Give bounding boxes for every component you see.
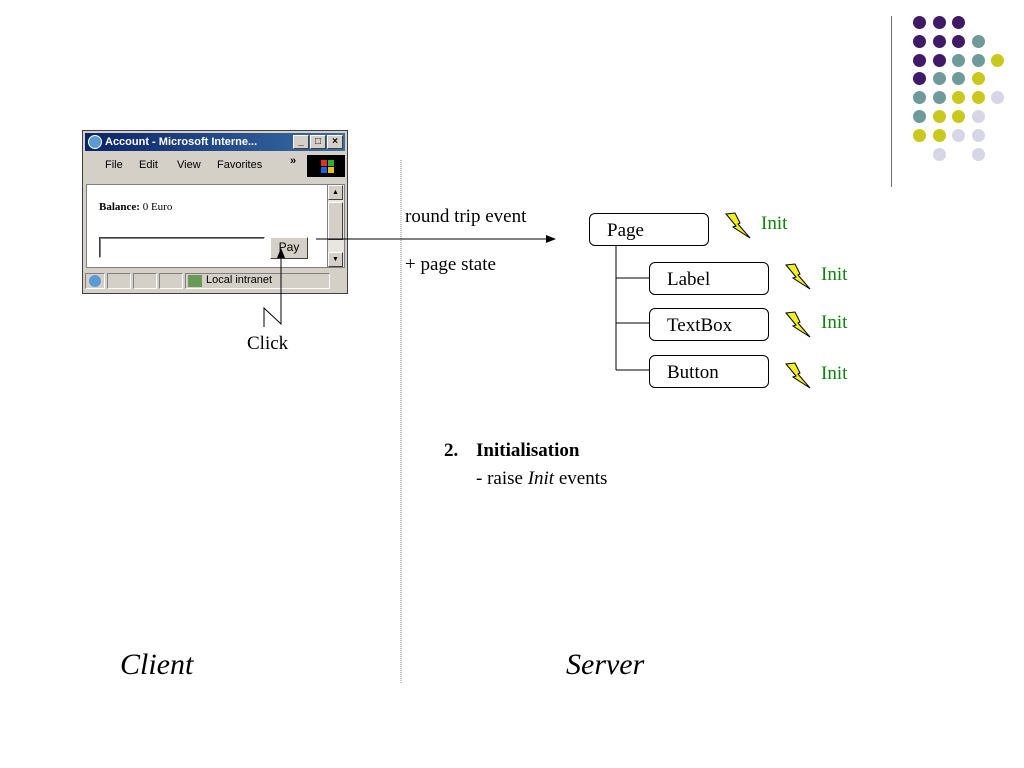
decorative-dot	[932, 34, 946, 48]
decorative-dot	[913, 72, 926, 86]
internet-explorer-icon	[88, 135, 102, 149]
lightning-bolt-icon	[785, 311, 811, 338]
decorative-dot	[991, 53, 1004, 67]
step-bullet: - raise Init events	[476, 468, 607, 490]
decorative-dot	[971, 53, 985, 67]
decorative-dot	[971, 128, 985, 142]
decorative-dot	[932, 16, 946, 29]
status-cell	[107, 273, 131, 289]
page-status-icon	[85, 273, 105, 289]
tree-node-textbox: TextBox	[649, 308, 769, 341]
lightning-bolt-icon	[725, 212, 751, 239]
client-label: Client	[120, 648, 194, 681]
lightning-bolt-icon	[785, 263, 811, 290]
decorative-dot	[913, 128, 926, 142]
decorative-dot	[932, 147, 946, 161]
decorative-vertical-rule	[891, 16, 892, 187]
scroll-up-icon[interactable]: ▲	[328, 185, 343, 200]
click-label: Click	[247, 333, 289, 354]
lightning-bolt-icon	[785, 362, 811, 389]
menu-more-chevron[interactable]: »	[290, 155, 297, 167]
decorative-dot	[971, 147, 985, 161]
init-event-label: Init	[821, 264, 848, 285]
zone-cell: Local intranet	[185, 273, 330, 289]
step-bullet-prefix: - raise	[476, 468, 528, 489]
decorative-dot	[952, 16, 965, 29]
decorative-dot	[932, 91, 946, 105]
decorative-dot	[952, 128, 965, 142]
decorative-dot	[913, 91, 926, 105]
step-number: 2.	[444, 440, 459, 461]
click-pointer-line	[263, 250, 282, 327]
menu-item-file[interactable]: File	[105, 159, 123, 171]
menu-bar: File Edit View Favorites »	[85, 153, 345, 179]
menu-item-edit[interactable]: Edit	[139, 159, 158, 171]
windows-logo-icon	[307, 155, 345, 177]
init-event-button: Init	[821, 363, 848, 384]
menu-item-favorites[interactable]: Favorites	[217, 159, 263, 171]
decorative-dot	[952, 72, 965, 86]
page-content-area: Balance: 0 Euro Pay	[86, 184, 328, 268]
decorative-dot	[971, 91, 985, 105]
close-button[interactable]: ×	[327, 135, 343, 149]
step-bullet-em: Init	[527, 468, 555, 489]
tree-node-button: Button	[649, 355, 769, 388]
decorative-dot	[971, 110, 985, 123]
window-title: Account - Microsoft Interne...	[105, 136, 258, 148]
status-zone-text: Local intranet	[206, 274, 273, 286]
scroll-down-icon[interactable]: ▼	[328, 252, 343, 267]
decorative-dot	[971, 34, 985, 48]
decorative-dot	[932, 110, 946, 123]
decorative-dot	[913, 16, 926, 29]
server-label: Server	[566, 648, 645, 681]
status-cell	[159, 273, 183, 289]
decorative-dot	[932, 53, 946, 67]
step-bullet-suffix: events	[554, 468, 608, 489]
decorative-dot	[952, 34, 965, 48]
menu-item-view[interactable]: View	[177, 159, 201, 171]
init-event-textbox: Init	[821, 312, 848, 333]
step-title: Initialisation	[476, 440, 580, 461]
page-state-label: + page state	[405, 254, 496, 275]
decorative-dot	[952, 110, 965, 123]
round-trip-event-label: round trip event	[405, 206, 527, 227]
init-event-page: Init	[761, 213, 788, 234]
decorative-dot	[913, 34, 926, 48]
decorative-dot	[932, 72, 946, 86]
decorative-dot	[932, 128, 946, 142]
decorative-dot	[952, 91, 965, 105]
status-cell	[133, 273, 157, 289]
amount-input[interactable]	[99, 237, 265, 258]
maximize-button[interactable]: □	[310, 135, 326, 149]
decorative-dot	[913, 53, 926, 67]
click-arrowhead	[277, 248, 285, 258]
window-title-bar[interactable]: Account - Microsoft Interne... _ □ ×	[85, 133, 345, 151]
minimize-button[interactable]: _	[293, 135, 309, 149]
status-bar: Local intranet	[85, 271, 345, 291]
intranet-icon	[188, 275, 202, 287]
balance-value: 0 Euro	[142, 201, 173, 213]
client-browser-window: Account - Microsoft Interne... _ □ × Fil…	[82, 130, 348, 294]
tree-node-label: Label	[649, 262, 769, 295]
decorative-dot	[991, 91, 1004, 105]
tree-node-page: Page	[589, 213, 709, 246]
vertical-scrollbar[interactable]: ▲ ▼	[328, 184, 345, 268]
round-trip-arrowhead	[546, 235, 556, 243]
balance-line: Balance: 0 Euro	[99, 201, 172, 213]
decorative-dot	[971, 72, 985, 86]
balance-label: Balance:	[99, 201, 140, 213]
decorative-dot	[913, 110, 926, 123]
decorative-dot	[952, 53, 965, 67]
